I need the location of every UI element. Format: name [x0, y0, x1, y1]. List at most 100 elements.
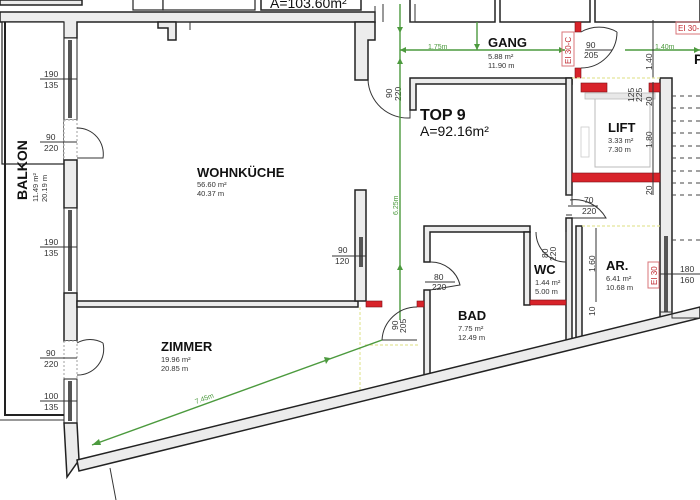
svg-text:20.85 m: 20.85 m: [161, 364, 188, 373]
zimmer-inner-door-swing: [381, 306, 418, 341]
svg-text:190: 190: [44, 69, 58, 79]
fire-rating-box: [561, 31, 575, 67]
svg-text:80: 80: [540, 248, 550, 258]
svg-text:90: 90: [338, 245, 348, 255]
svg-text:205: 205: [398, 319, 408, 333]
svg-text:1.44 m²: 1.44 m²: [535, 278, 561, 287]
zimmer-name: ZIMMER: [161, 339, 213, 354]
inner-window: [359, 237, 363, 267]
svg-text:7.75 m²: 7.75 m²: [458, 324, 484, 333]
svg-text:220: 220: [44, 143, 58, 153]
svg-text:220: 220: [432, 282, 446, 292]
lift-fire-block-bottom: [571, 172, 661, 183]
svg-text:1.75m: 1.75m: [428, 44, 448, 51]
entry-door-swing: [367, 79, 411, 119]
wc-name: WC: [534, 262, 556, 277]
svg-text:225: 225: [634, 88, 644, 102]
gang-lift-door-swing: [580, 26, 618, 69]
bad-wc-wall: [523, 231, 531, 306]
svg-text:190: 190: [44, 237, 58, 247]
svg-text:6.25m: 6.25m: [393, 195, 400, 215]
ar-name: AR.: [606, 258, 628, 273]
svg-text:90: 90: [586, 40, 596, 50]
gang-lower-wall: [409, 77, 573, 111]
bad-door-swing: [429, 261, 461, 291]
neighbor-unit-area: A=103.60m²: [270, 0, 347, 11]
svg-text:1.40m: 1.40m: [655, 44, 675, 51]
balkon-area: [1, 21, 65, 165]
lift-fire-block-top: [580, 82, 608, 93]
svg-text:19.96 m²: 19.96 m²: [161, 355, 191, 364]
svg-text:EI 30-C: EI 30-C: [564, 37, 573, 64]
ar-fire-box: [647, 261, 660, 289]
wc-door-swing: [535, 231, 567, 263]
svg-text:56.60 m²: 56.60 m²: [197, 180, 227, 189]
wc-ar-wall: [565, 217, 573, 350]
west-facade: [63, 37, 80, 480]
bad-top-wall: [423, 225, 531, 263]
svg-text:6.41 m²: 6.41 m²: [606, 274, 632, 283]
zimmer-door-swing: [76, 339, 105, 376]
svg-text:160: 160: [680, 275, 694, 285]
svg-text:135: 135: [44, 248, 58, 258]
svg-text:3.33 m²: 3.33 m²: [608, 136, 634, 145]
svg-text:135: 135: [44, 402, 58, 412]
svg-text:90: 90: [46, 348, 56, 358]
svg-text:180: 180: [680, 264, 694, 274]
svg-text:40.37 m: 40.37 m: [197, 189, 224, 198]
svg-text:80: 80: [434, 272, 444, 282]
svg-text:70: 70: [584, 195, 594, 205]
svg-text:90: 90: [384, 88, 394, 98]
svg-text:10: 10: [587, 306, 597, 316]
west-opening-labels: 190 135 90 220 190 135 90 220 100 135: [40, 69, 77, 412]
bad-name: BAD: [458, 308, 486, 323]
svg-text:5.88 m²: 5.88 m²: [488, 52, 514, 61]
wohnkueche-name: WOHNKÜCHE: [197, 165, 285, 180]
svg-text:11.90 m: 11.90 m: [488, 61, 515, 70]
lift-name: LIFT: [608, 120, 635, 135]
unit-title: TOP 9: [420, 107, 466, 124]
svg-text:220: 220: [548, 247, 558, 261]
svg-text:90: 90: [46, 132, 56, 142]
window-glass: [68, 210, 72, 291]
wohn-zimmer-wall: [76, 300, 359, 308]
svg-text:20.19 m: 20.19 m: [40, 175, 49, 202]
svg-text:220: 220: [393, 87, 403, 101]
svg-text:220: 220: [44, 359, 58, 369]
south-wall: [76, 306, 700, 472]
stair-lines: [672, 95, 700, 241]
svg-text:12.49 m: 12.49 m: [458, 333, 485, 342]
ar-left-wall: [575, 225, 583, 347]
svg-text:10.68 m: 10.68 m: [606, 283, 633, 292]
partial-room-label: P: [694, 51, 700, 67]
svg-text:20: 20: [644, 185, 654, 195]
svg-text:90: 90: [390, 320, 400, 330]
svg-text:20: 20: [644, 96, 654, 106]
svg-text:205: 205: [584, 50, 598, 60]
svg-text:120: 120: [335, 256, 349, 266]
svg-text:100: 100: [44, 391, 58, 401]
ar-door-swing: [569, 199, 607, 219]
svg-text:11.49 m²: 11.49 m²: [31, 172, 40, 202]
balkon-label: BALKON 11.49 m² 20.19 m: [14, 140, 49, 202]
wc-fire-segment: [529, 299, 567, 306]
svg-text:BALKON: BALKON: [14, 140, 30, 200]
svg-text:5.00 m: 5.00 m: [535, 287, 558, 296]
svg-text:EI 30: EI 30: [650, 266, 659, 285]
fire-label-top-right: EI 30-: [678, 24, 700, 33]
fire-wall-segment: [365, 300, 383, 308]
balkon-outline: [4, 22, 64, 416]
lift-left-wall: [565, 77, 573, 196]
wall-notch: [157, 21, 177, 41]
svg-text:1.80: 1.80: [644, 131, 654, 148]
gang-name: GANG: [488, 35, 527, 50]
svg-text:135: 135: [44, 80, 58, 90]
svg-text:125: 125: [626, 88, 636, 102]
balkon-door-swing: [76, 127, 104, 159]
neighbor-strip: [0, 0, 700, 23]
svg-text:220: 220: [582, 206, 596, 216]
svg-text:1.40: 1.40: [644, 53, 654, 70]
svg-text:1.60: 1.60: [587, 255, 597, 272]
bad-left-wall: [423, 289, 431, 383]
